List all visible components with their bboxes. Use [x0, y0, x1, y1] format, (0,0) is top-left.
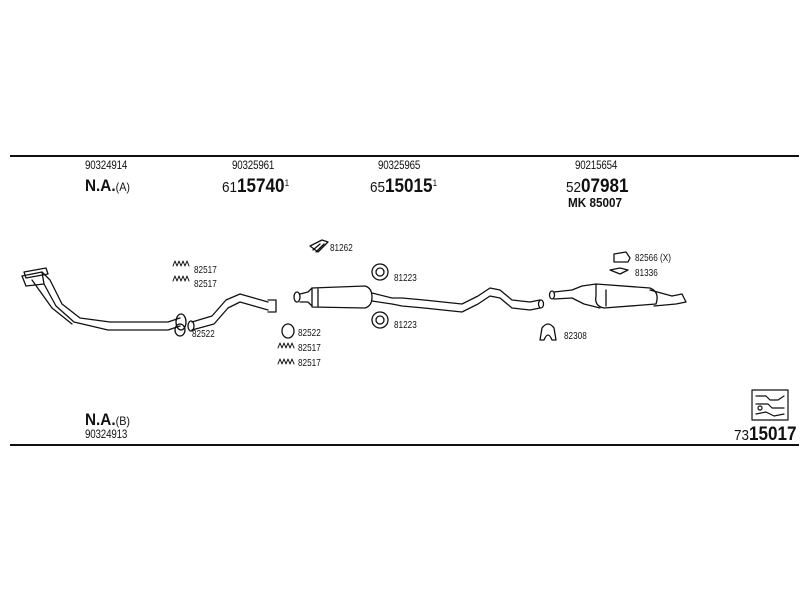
part-code-rear-silencer: 5207981	[566, 176, 629, 197]
complete-system-code: 7315017	[734, 424, 797, 445]
rubber-mount-icon	[609, 267, 629, 275]
part-number-82517-b: 82517	[194, 278, 217, 290]
clamp-icon-2	[277, 342, 295, 365]
intermediate-pipe-drawing	[187, 293, 277, 332]
part-number-81223-b: 81223	[394, 319, 417, 331]
bottom-rule	[10, 444, 799, 446]
front-pipe-drawing	[21, 267, 187, 331]
part-number-82522-b: 82522	[298, 327, 321, 339]
rubber-ring-icon	[371, 263, 389, 281]
part-number-82566: 82566 (X)	[635, 252, 671, 264]
exhaust-system-icon	[751, 389, 789, 421]
part-code-pipe-section: 61157401	[222, 176, 290, 197]
oe-number-front-pipe: 90324914	[85, 160, 128, 172]
part-number-82522-a: 82522	[192, 328, 215, 340]
gasket-ring-icon-2	[281, 323, 295, 339]
not-available-label-b: N.A.(B)	[85, 410, 130, 429]
part-number-82517-c: 82517	[298, 342, 321, 354]
rear-silencer-drawing	[548, 283, 687, 309]
oe-number-rear-silencer: 90215654	[575, 160, 618, 172]
not-available-label-a: N.A.(A)	[85, 176, 130, 195]
bracket-icon	[613, 251, 631, 263]
part-code-middle-silencer: 65150151	[370, 176, 438, 197]
part-number-81336: 81336	[635, 267, 658, 279]
mounting-kit-label: MK 85007	[568, 195, 622, 210]
part-number-82308: 82308	[564, 330, 587, 342]
oe-number-middle-silencer: 90325965	[378, 160, 421, 172]
part-number-81262: 81262	[330, 242, 353, 254]
rubber-ring-icon-2	[371, 311, 389, 329]
u-clamp-icon	[539, 323, 557, 341]
oe-number-pipe-section: 90325961	[232, 160, 275, 172]
hanger-icon	[309, 239, 329, 253]
oe-number-front-pipe-b: 90324913	[85, 429, 128, 441]
top-rule	[10, 155, 799, 157]
middle-silencer-drawing	[293, 285, 545, 313]
gasket-ring-icon	[174, 323, 186, 337]
part-number-81223-a: 81223	[394, 272, 417, 284]
part-number-82517-a: 82517	[194, 264, 217, 276]
part-number-82517-d: 82517	[298, 357, 321, 369]
clamp-icon	[172, 260, 190, 282]
